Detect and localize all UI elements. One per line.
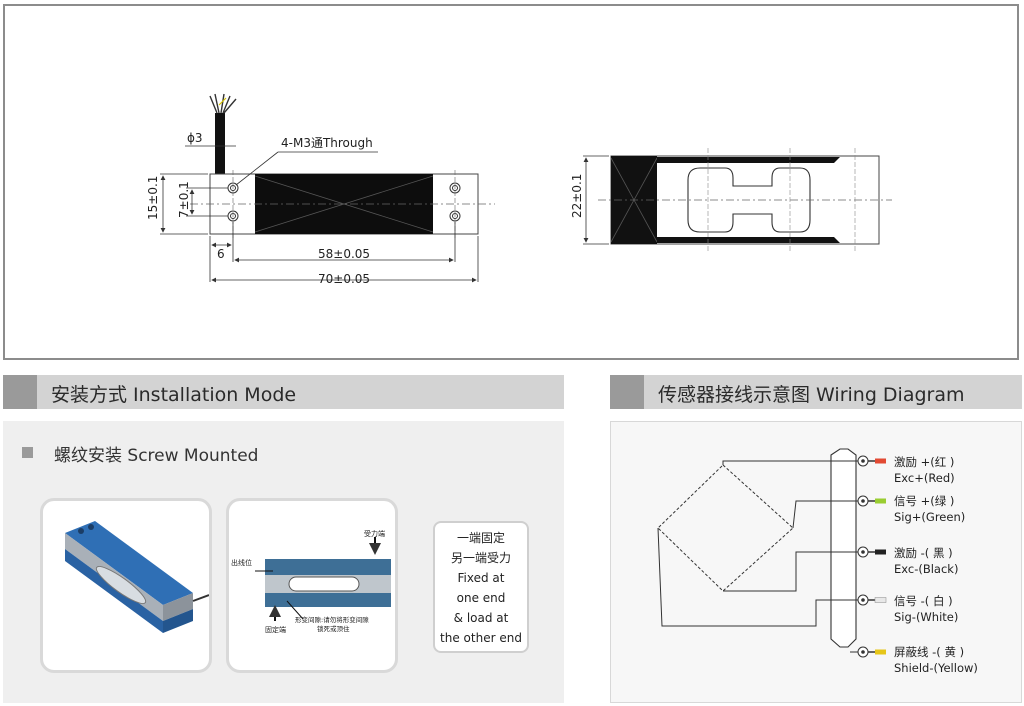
- wire-exc-minus-cn: 激励 -( 黑 ): [894, 546, 953, 560]
- note-line-5: & load at: [453, 611, 509, 625]
- height-dim-label: 15±0.1: [146, 176, 160, 220]
- wiring-schematic: [657, 448, 887, 658]
- note-line-6: the other end: [440, 631, 522, 645]
- screw-mounted-subtitle: 螺纹安装 Screw Mounted: [54, 446, 259, 466]
- note-line-1: 一端固定: [456, 531, 505, 545]
- wire-sig-minus-cn: 信号 -( 白 ): [894, 594, 953, 608]
- fixed-end-label: 固定端: [265, 626, 286, 634]
- wire-exc-plus-cn: 激励 +(红 ): [894, 455, 955, 469]
- force-end-label: 受力端: [364, 530, 385, 538]
- wire-exc-minus: 激励 -( 黑 ) Exc-(Black): [894, 545, 958, 577]
- outlet-label: 出线位: [231, 559, 252, 567]
- gap-label-2: 锁死或顶住: [317, 625, 350, 633]
- wire-shield: 屏蔽线 -( 黄 ) Shield-(Yellow): [894, 644, 978, 676]
- wire-exc-minus-en: Exc-(Black): [894, 562, 959, 576]
- length-dim-label: 70±0.05: [318, 272, 370, 286]
- hole-spacing-dim-label: 7±0.1: [177, 181, 191, 218]
- wire-shield-cn: 屏蔽线 -( 黄 ): [894, 645, 965, 659]
- mounting-schematic: 受力端 出线位 形变间隙:请勿将形变间隙 锁死或顶住 固定端: [226, 498, 398, 673]
- fixed-load-note: 一端固定 另一端受力 Fixed at one end & load at th…: [433, 521, 529, 653]
- installation-header: 安装方式 Installation Mode: [3, 375, 564, 409]
- hole-pitch-dim-label: 58±0.05: [318, 247, 370, 261]
- wire-sig-minus: 信号 -( 白 ) Sig-(White): [894, 593, 958, 625]
- terminals: [857, 455, 869, 658]
- subhead-bullet: [22, 447, 33, 458]
- header-accent: [610, 375, 644, 409]
- wire-exc-plus-en: Exc+(Red): [894, 471, 955, 485]
- gap-label: 形变间隙:请勿将形变间隙: [295, 616, 369, 624]
- side-view: [190, 170, 495, 240]
- wiring-title: 传感器接线示意图 Wiring Diagram: [658, 384, 965, 406]
- holes-note-label: 4-M3通Through: [281, 136, 373, 150]
- edge-dim-label: 6: [217, 247, 225, 261]
- wire-sig-plus-cn: 信号 +(绿 ): [894, 494, 955, 508]
- load-cell-photo: [40, 498, 212, 673]
- note-line-4: one end: [456, 591, 506, 605]
- wiring-panel: [610, 421, 1022, 703]
- note-line-3: Fixed at: [457, 571, 505, 585]
- wire-sig-plus: 信号 +(绿 ) Sig+(Green): [894, 493, 965, 525]
- wire-sig-minus-en: Sig-(White): [894, 610, 959, 624]
- cable: [209, 93, 237, 175]
- dimensions-side: [160, 145, 479, 283]
- technical-drawing: ϕ3 4-M3通Through 15±0.1 7±0.1 6 58±0.05 7…: [146, 93, 892, 286]
- note-line-2: 另一端受力: [450, 551, 511, 565]
- wire-shield-en: Shield-(Yellow): [894, 661, 978, 675]
- cable-dia-label: ϕ3: [187, 131, 203, 145]
- width-dim-label: 22±0.1: [570, 174, 584, 218]
- installation-title: 安装方式 Installation Mode: [51, 384, 297, 406]
- wire-exc-plus: 激励 +(红 ) Exc+(Red): [894, 454, 955, 486]
- top-view: [583, 148, 892, 252]
- wiring-header: 传感器接线示意图 Wiring Diagram: [610, 375, 1022, 409]
- wire-tips: [868, 458, 887, 655]
- wire-sig-plus-en: Sig+(Green): [894, 510, 966, 524]
- header-accent: [3, 375, 37, 409]
